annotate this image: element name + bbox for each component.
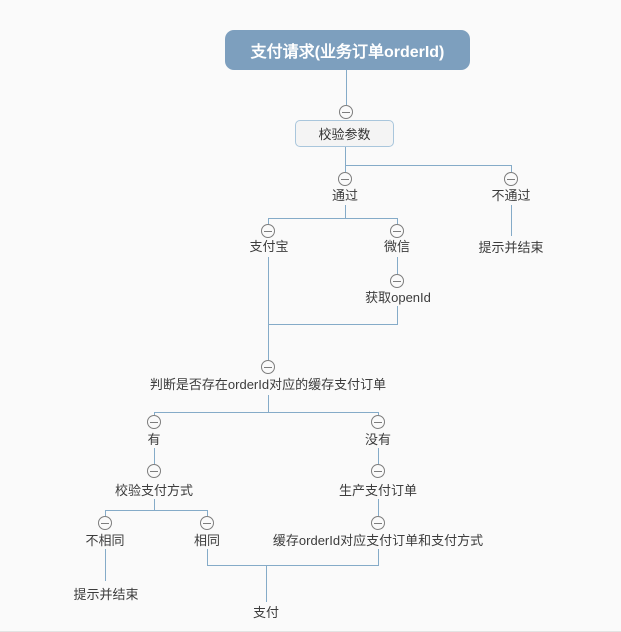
collapse-minus-icon-cache-pay-order[interactable] bbox=[371, 516, 385, 530]
minus-glyph bbox=[150, 470, 158, 472]
connector-line bbox=[266, 565, 267, 602]
minus-glyph bbox=[264, 366, 272, 368]
connector-line bbox=[345, 165, 512, 166]
minus-glyph bbox=[150, 421, 158, 423]
node-create-pay-order[interactable]: 生产支付订单 bbox=[338, 483, 418, 498]
connector-line bbox=[154, 499, 155, 510]
connector-line bbox=[268, 218, 398, 219]
node-cache-pay-order[interactable]: 缓存orderId对应支付订单和支付方式 bbox=[272, 533, 484, 548]
connector-line bbox=[346, 70, 347, 105]
connector-line bbox=[345, 205, 346, 218]
collapse-minus-icon-no-cache[interactable] bbox=[371, 415, 385, 429]
collapse-minus-icon-wechat[interactable] bbox=[390, 224, 404, 238]
minus-glyph bbox=[374, 522, 382, 524]
node-notsame-prompt-end[interactable]: 提示并结束 bbox=[73, 587, 139, 602]
node-alipay[interactable]: 支付宝 bbox=[249, 239, 289, 254]
connector-line bbox=[105, 510, 106, 516]
collapse-minus-icon-pass[interactable] bbox=[338, 172, 352, 186]
minus-glyph bbox=[203, 522, 211, 524]
minus-glyph bbox=[341, 178, 349, 180]
connector-line bbox=[397, 218, 398, 224]
minus-glyph bbox=[342, 111, 350, 113]
connector-line bbox=[378, 448, 379, 464]
connector-line bbox=[268, 324, 269, 360]
connector-line bbox=[268, 257, 269, 324]
minus-glyph bbox=[507, 178, 515, 180]
connector-line bbox=[511, 165, 512, 172]
connector-line bbox=[105, 549, 106, 581]
node-payment-request[interactable]: 支付请求(业务订单orderId) bbox=[225, 30, 470, 70]
connector-line bbox=[268, 395, 269, 412]
node-validate-params[interactable]: 校验参数 bbox=[295, 120, 394, 147]
collapse-minus-icon-check-cached-order[interactable] bbox=[261, 360, 275, 374]
connector-line bbox=[268, 324, 398, 325]
node-fail-prompt-end[interactable]: 提示并结束 bbox=[478, 240, 544, 255]
connector-line bbox=[397, 306, 398, 324]
connector-line bbox=[378, 549, 379, 565]
collapse-minus-icon-fail[interactable] bbox=[504, 172, 518, 186]
node-pay[interactable]: 支付 bbox=[252, 605, 280, 620]
node-no-cache[interactable]: 没有 bbox=[364, 432, 392, 447]
collapse-minus-icon-not-same[interactable] bbox=[98, 516, 112, 530]
node-has-cache[interactable]: 有 bbox=[147, 432, 161, 447]
collapse-minus-icon-get-openid[interactable] bbox=[390, 274, 404, 288]
collapse-minus-icon-same[interactable] bbox=[200, 516, 214, 530]
collapse-minus-icon-create-pay-order[interactable] bbox=[371, 464, 385, 478]
connector-line bbox=[397, 257, 398, 274]
node-fail[interactable]: 不通过 bbox=[491, 188, 531, 203]
collapse-minus-icon-verify-pay-method[interactable] bbox=[147, 464, 161, 478]
minus-glyph bbox=[101, 522, 109, 524]
node-not-same[interactable]: 不相同 bbox=[85, 533, 125, 548]
minus-glyph bbox=[264, 230, 272, 232]
connector-line bbox=[105, 510, 208, 511]
connector-line bbox=[154, 412, 379, 413]
connector-line bbox=[207, 549, 208, 565]
connector-line bbox=[511, 205, 512, 236]
connector-line bbox=[154, 412, 155, 415]
node-wechat[interactable]: 微信 bbox=[383, 239, 411, 254]
collapse-minus-icon-alipay[interactable] bbox=[261, 224, 275, 238]
node-get-openid[interactable]: 获取openId bbox=[365, 290, 431, 305]
node-verify-pay-method[interactable]: 校验支付方式 bbox=[114, 483, 194, 498]
collapse-minus-icon-has-cache[interactable] bbox=[147, 415, 161, 429]
minus-glyph bbox=[393, 280, 401, 282]
connector-line bbox=[207, 565, 379, 566]
minus-glyph bbox=[374, 421, 382, 423]
connector-line bbox=[154, 448, 155, 464]
node-check-cached-order[interactable]: 判断是否存在orderId对应的缓存支付订单 bbox=[149, 377, 387, 392]
node-same[interactable]: 相同 bbox=[193, 533, 221, 548]
connector-line bbox=[378, 412, 379, 415]
connector-line bbox=[207, 510, 208, 516]
node-pass[interactable]: 通过 bbox=[331, 188, 359, 203]
connector-line bbox=[378, 499, 379, 516]
minus-glyph bbox=[393, 230, 401, 232]
connector-line bbox=[268, 218, 269, 224]
connector-line bbox=[345, 147, 346, 172]
collapse-minus-icon-validate-params[interactable] bbox=[339, 105, 353, 119]
minus-glyph bbox=[374, 470, 382, 472]
